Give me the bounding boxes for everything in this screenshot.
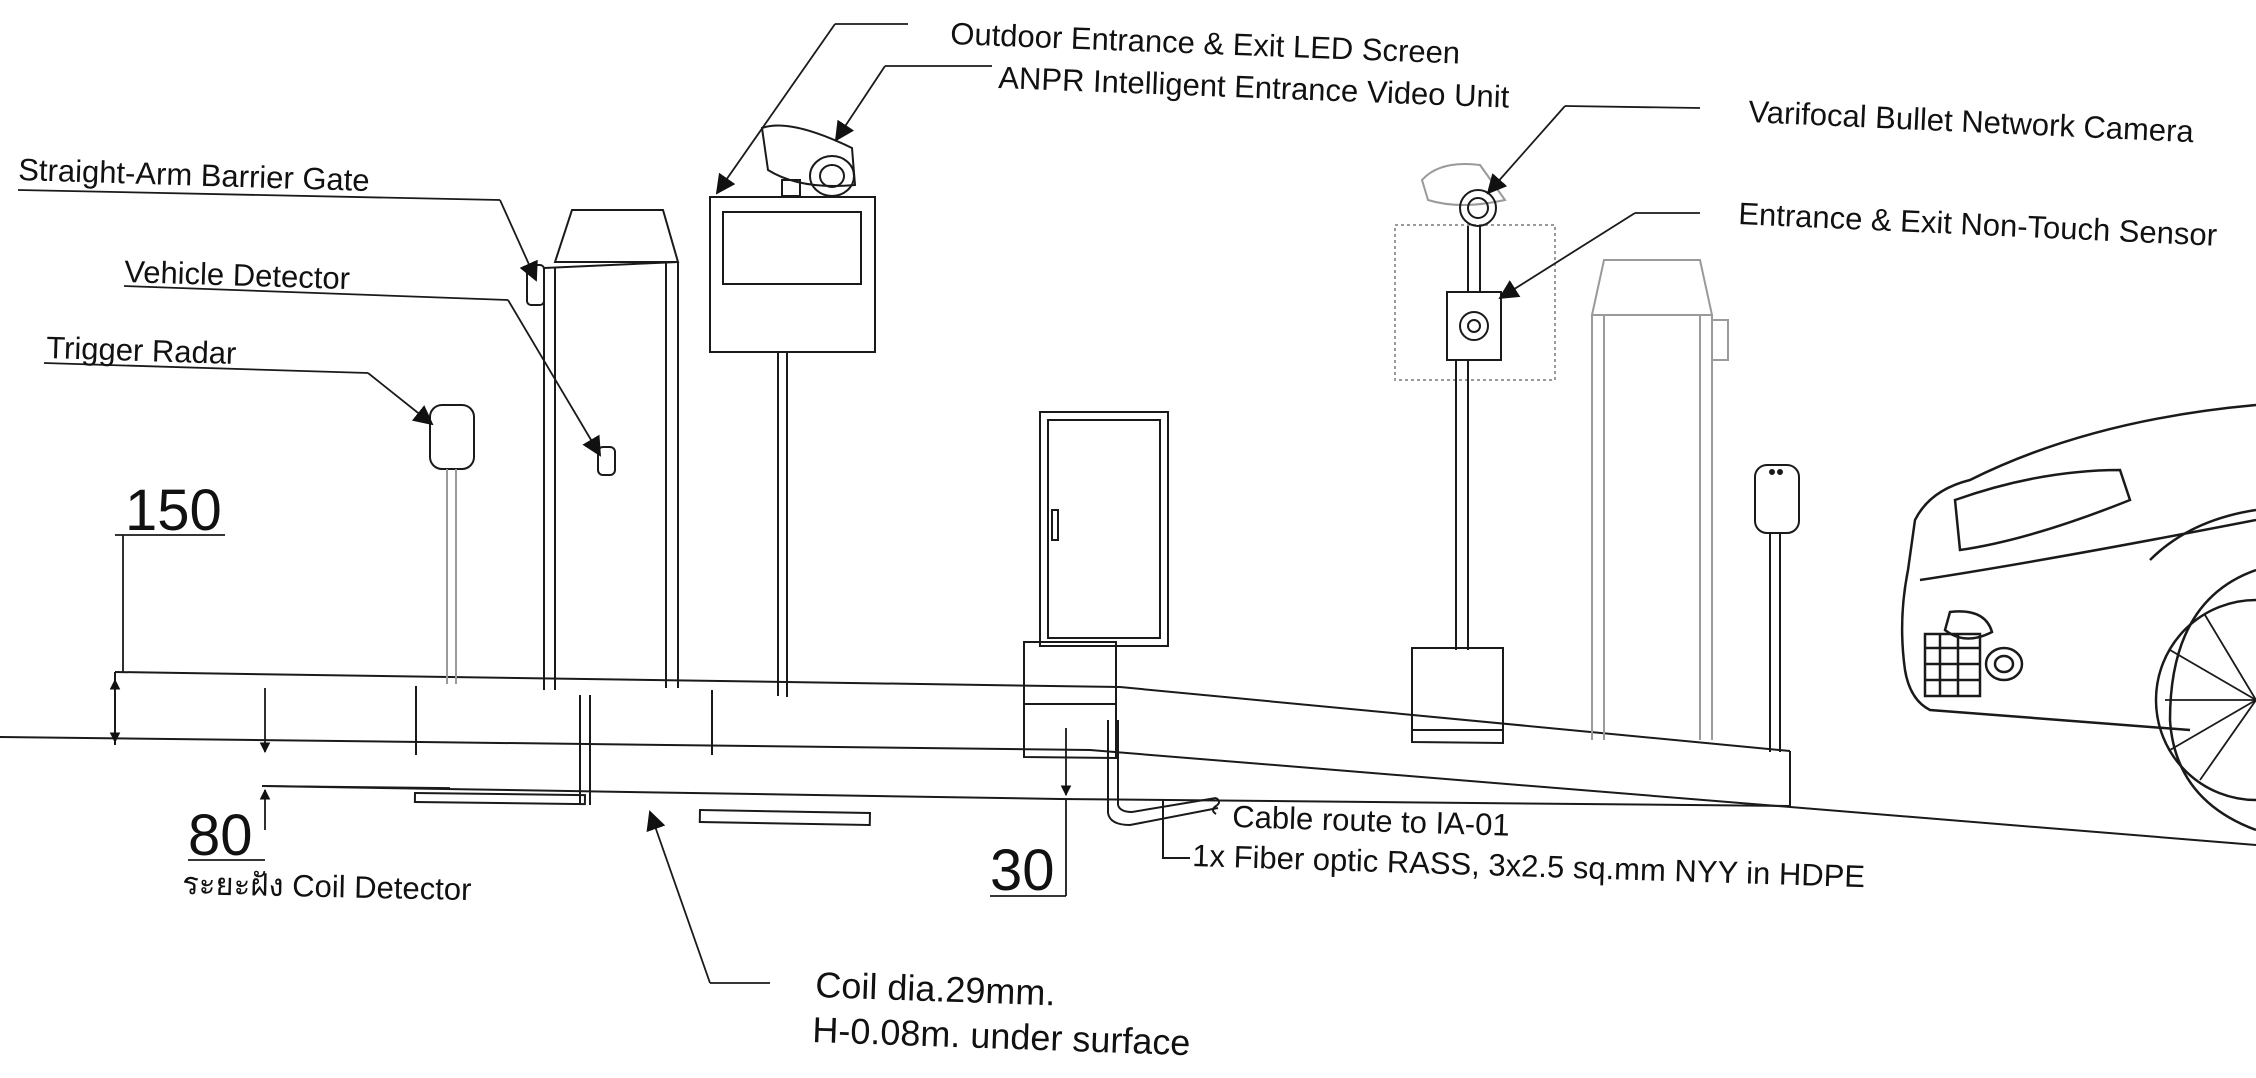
fiber-spec-label: 1x Fiber optic RASS, 3x2.5 sq.mm NYY in … [1192, 838, 1866, 894]
trigger-radar-device [429, 404, 475, 684]
barrier-gate-device [526, 209, 680, 690]
ground-and-island [0, 671, 2256, 846]
exit-trigger-radar [1754, 464, 1800, 752]
camera-sensor-pole [1394, 163, 1556, 731]
exit-barrier-gate-faint [1590, 259, 1729, 740]
island-top-right [1119, 686, 1791, 752]
vehicle-detector-label: Vehicle Detector [124, 254, 351, 296]
road-surface-right [1089, 749, 2256, 846]
coil-depth-label: H-0.08m. under surface [812, 1009, 1191, 1063]
cable-route-label: Cable route to IA-01 [1232, 799, 1510, 843]
trigger-radar-label: Trigger Radar [46, 330, 237, 371]
dimension-lines [109, 534, 1072, 897]
coil-detector-label: ระยะฝัง Coil Detector [182, 866, 472, 907]
anpr-camera-and-led-screen [709, 124, 876, 697]
control-cabinet [1023, 411, 1169, 705]
conduit-depth-dimension: 30 [990, 838, 1055, 903]
non-touch-sensor-label: Entrance & Exit Non-Touch Sensor [1738, 196, 2218, 253]
bullet-camera-label: Varifocal Bullet Network Camera [1748, 94, 2196, 149]
road-surface-left [0, 736, 1091, 751]
labels: Outdoor Entrance & Exit LED Screen ANPR … [18, 16, 2218, 1063]
coil-depth-dimension: 80 [188, 803, 253, 868]
cable-conduit [1107, 720, 1220, 859]
coil-slots [413, 695, 871, 826]
island-height-dimension: 150 [125, 478, 222, 543]
island-top-left [114, 671, 1121, 688]
coil-dia-label: Coil dia.29mm. [815, 964, 1056, 1013]
leader-lines [17, 23, 1701, 984]
car-front [1900, 403, 2256, 832]
